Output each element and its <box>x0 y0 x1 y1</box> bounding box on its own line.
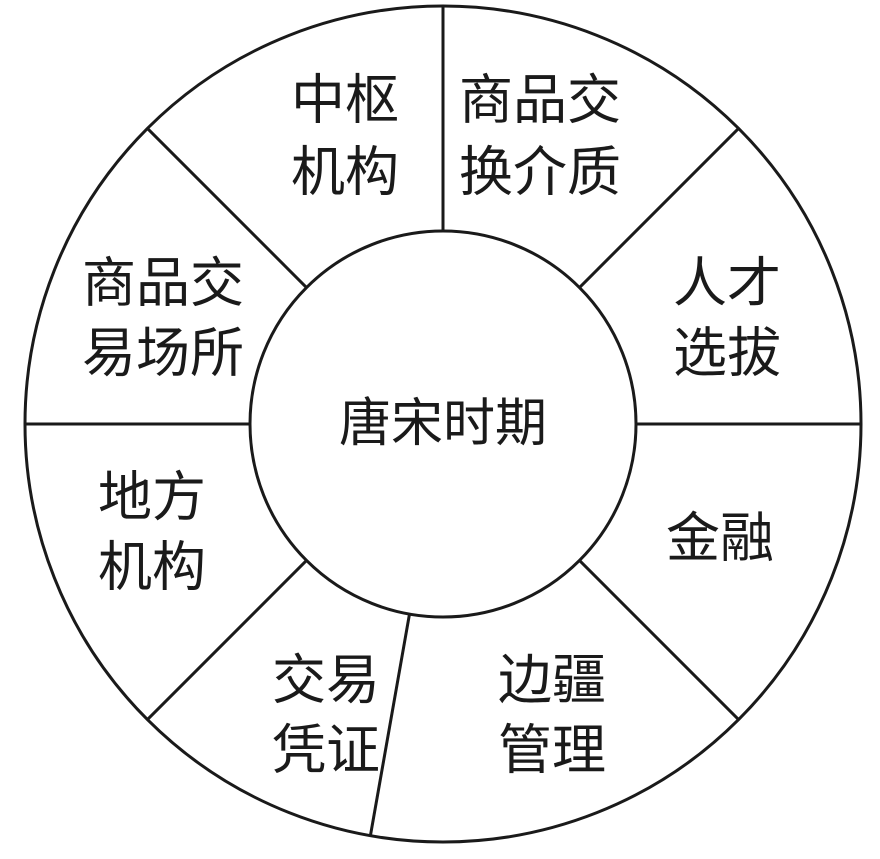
sector-label-line: 换介质 <box>459 141 621 204</box>
sector-dividers <box>25 6 861 836</box>
sector-label-line: 机构 <box>291 141 399 204</box>
center-label: 唐宋时期 <box>339 394 547 454</box>
sector-frontier-management: 边疆 管理 <box>498 649 606 782</box>
sector-label-line: 商品交 <box>82 252 244 315</box>
sector-label-line: 金融 <box>666 507 774 570</box>
sector-central-institutions: 中枢 机构 <box>291 69 399 204</box>
sector-label-line: 边疆 <box>498 649 606 712</box>
sector-divider <box>146 127 308 289</box>
sector-label-line: 易场所 <box>82 322 244 385</box>
sector-label-line: 人才 <box>673 252 781 315</box>
sector-trading-place: 商品交 易场所 <box>82 252 244 385</box>
sector-divider <box>578 559 740 721</box>
sector-trade-voucher: 交易 凭证 <box>272 649 380 782</box>
sector-divider <box>578 127 740 289</box>
sector-talent-selection: 人才 选拔 <box>673 252 781 385</box>
sector-label-line: 地方 <box>98 466 206 529</box>
sector-local-institutions: 地方 机构 <box>98 466 206 599</box>
sector-divider <box>368 613 411 836</box>
sector-label-line: 交易 <box>272 649 380 712</box>
sector-finance: 金融 <box>666 507 774 570</box>
sector-label-line: 机构 <box>98 536 206 599</box>
sector-divider <box>146 559 308 721</box>
sector-exchange-medium: 商品交 换介质 <box>459 69 621 204</box>
sector-label-line: 商品交 <box>459 69 621 132</box>
sector-label-line: 凭证 <box>272 719 380 782</box>
sector-label-line: 选拔 <box>673 322 781 385</box>
sector-label-line: 中枢 <box>291 69 399 132</box>
sector-label-line: 管理 <box>498 719 606 782</box>
